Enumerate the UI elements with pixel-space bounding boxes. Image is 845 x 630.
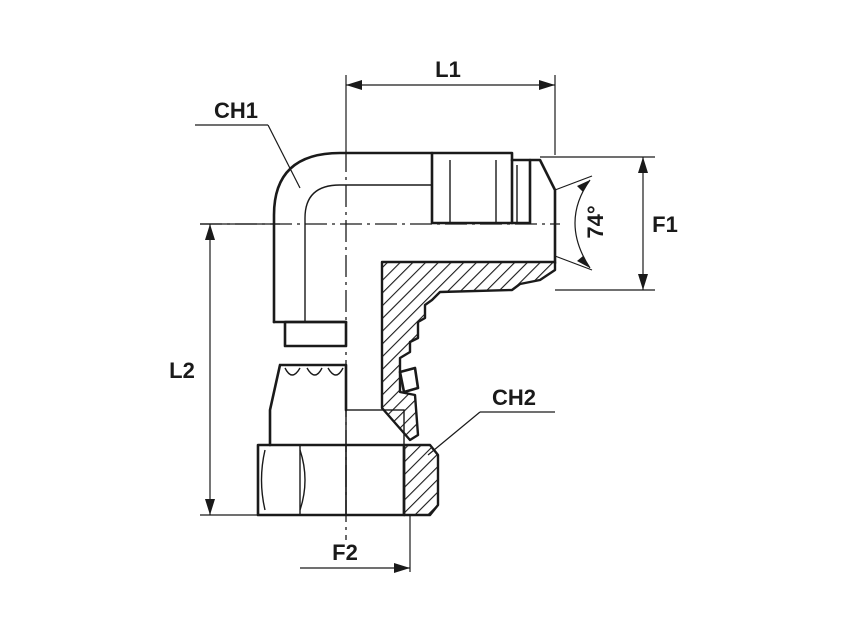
nut-taper [268, 363, 348, 447]
swivel-nut [256, 320, 406, 517]
l1-label: L1 [435, 57, 461, 82]
angle-ray-bottom [554, 255, 593, 271]
section-hatch-body [380, 260, 557, 442]
f2-label: F2 [332, 540, 358, 565]
nut-collar [283, 320, 348, 348]
ch2-callout: CH2 [427, 385, 555, 456]
center-lines [200, 150, 560, 540]
nut-bore [345, 409, 405, 516]
angle-ray-top [554, 175, 593, 191]
ch1-label: CH1 [214, 98, 258, 123]
nut-bumps [284, 367, 344, 376]
section-oring [398, 366, 420, 394]
angle-arrow-bottom [577, 256, 590, 268]
right-stud [430, 151, 557, 265]
f1-arrow-bottom [638, 274, 648, 290]
l1-arrow-right [539, 80, 555, 90]
nut-hex [256, 443, 406, 517]
f2-arrow-right [394, 563, 410, 573]
elbow-inner-contour [304, 184, 432, 322]
ch2-label: CH2 [492, 385, 536, 410]
nut-hex-chamfer-2 [299, 449, 306, 511]
ch2-leader [427, 411, 481, 456]
ch1-leader [267, 124, 301, 189]
f1-label: F1 [652, 212, 678, 237]
section-hatch-nut [402, 443, 440, 517]
ch1-callout: CH1 [195, 98, 301, 189]
stud-cone [528, 158, 557, 265]
stud-thread [510, 158, 532, 225]
f1-arrow-top [638, 157, 648, 173]
section-cut [380, 260, 557, 517]
l2-arrow-top [205, 224, 215, 240]
dimension-f1: F1 [540, 156, 678, 291]
nut-hex-chamfer-1 [260, 449, 266, 511]
l2-label: L2 [169, 358, 195, 383]
dimension-l1: L1 [345, 57, 556, 155]
stud-hex [430, 151, 514, 225]
dimension-l2: L2 [169, 223, 280, 516]
cone-angle: 74° [554, 175, 608, 271]
l1-arrow-left [346, 80, 362, 90]
angle-label: 74° [583, 205, 608, 238]
angle-arrow-top [577, 180, 590, 192]
dimension-f2: F2 [300, 515, 411, 573]
l2-arrow-bottom [205, 499, 215, 515]
